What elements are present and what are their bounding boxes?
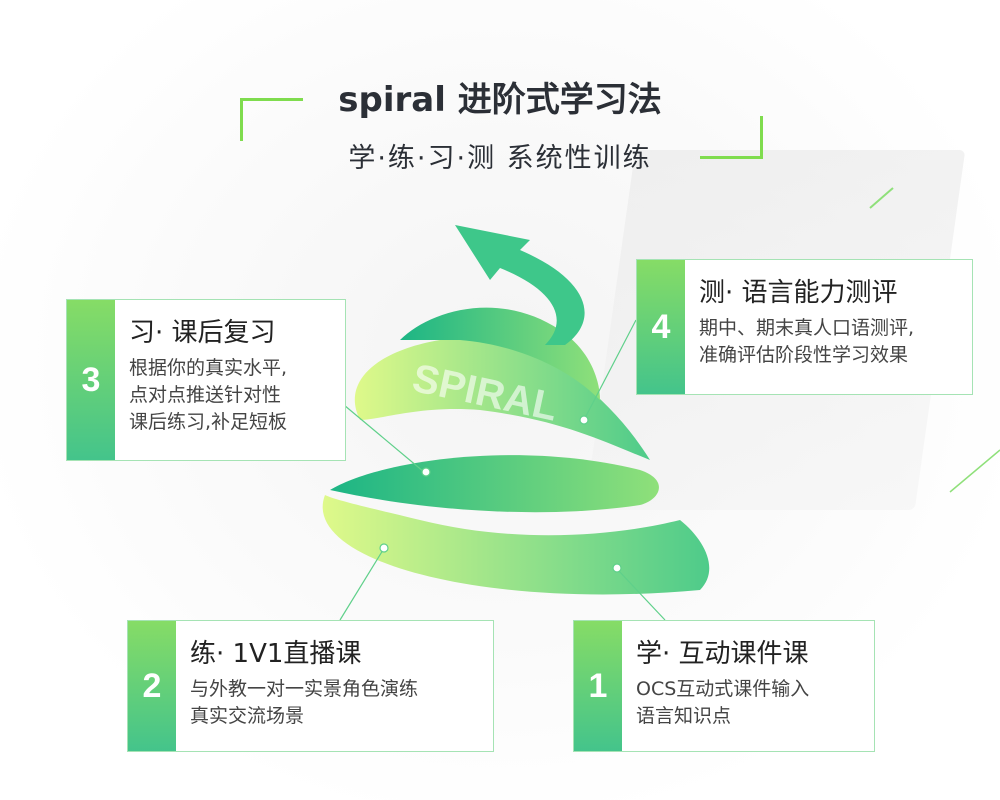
spiral-band-top	[400, 307, 600, 400]
step-title: 学· 互动课件课	[636, 639, 809, 669]
connector-3	[343, 404, 425, 473]
step-number: 3	[67, 300, 115, 460]
step-desc: 准确评估阶段性学习效果	[699, 344, 909, 366]
step-card-1: 1 学· 互动课件课 OCS互动式课件输入语言知识点	[573, 620, 875, 752]
step-title: 测· 语言能力测评	[699, 278, 898, 308]
step-desc: 期中、期末真人口语测评,	[699, 317, 915, 339]
step-desc: 点对点推送针对性	[129, 384, 282, 406]
connector-1	[617, 569, 666, 621]
page-subtitle: 学·练·习·测 系统性训练	[348, 143, 652, 174]
step-desc: 真实交流场景	[190, 705, 305, 727]
connector-4	[584, 319, 637, 419]
spiral-band-middle	[330, 455, 659, 513]
step-title: 练· 1V1直播课	[190, 639, 362, 669]
step-number: 4	[637, 260, 685, 394]
right-bracket	[700, 116, 763, 159]
step-number: 2	[128, 621, 176, 751]
step-desc: OCS互动式课件输入	[636, 678, 810, 700]
step-number: 1	[574, 621, 622, 751]
step-card-2: 2 练· 1V1直播课 与外教一对一实景角色演练真实交流场景	[127, 620, 494, 752]
step-desc: 语言知识点	[636, 705, 732, 727]
step-desc: 根据你的真实水平,	[129, 357, 288, 379]
page-title: spiral 进阶式学习法	[338, 80, 662, 120]
step-card-3: 3 习· 课后复习 根据你的真实水平, 点对点推送针对性课后练习,补足短板	[66, 299, 346, 461]
step-card-4: 4 测· 语言能力测评 期中、期末真人口语测评, 准确评估阶段性学习效果	[636, 259, 973, 395]
left-bracket	[240, 98, 303, 141]
spiral-arrow	[455, 225, 585, 345]
step-desc: 课后练习,补足短板	[129, 411, 288, 433]
step-desc: 与外教一对一实景角色演练	[190, 678, 419, 700]
step-title: 习· 课后复习	[129, 318, 276, 348]
spiral-band-bottom	[322, 495, 710, 595]
connector-2	[339, 549, 384, 621]
spiral-band-upper	[354, 338, 650, 460]
